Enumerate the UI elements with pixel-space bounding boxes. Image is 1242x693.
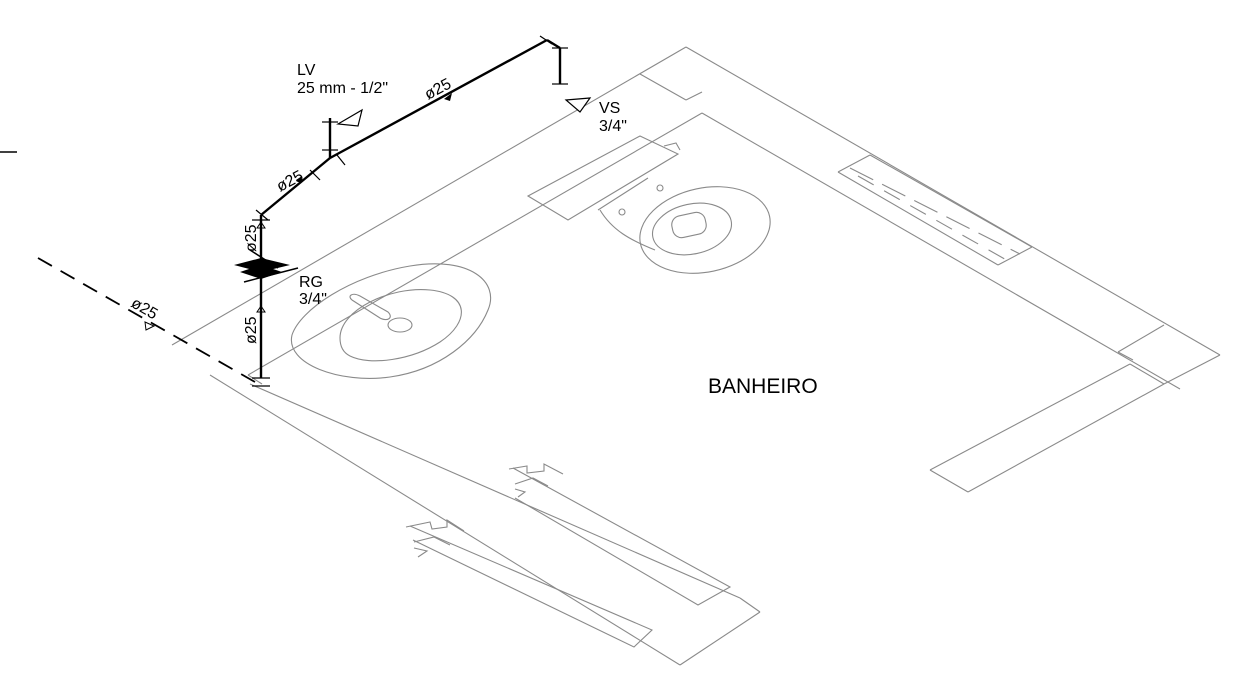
lv-size-label: 25 mm - 1/2" [297, 80, 388, 97]
door-left [405, 518, 653, 648]
vs-label: VS [599, 100, 620, 117]
sink-fixture [290, 263, 492, 379]
rg-size-label: 3/4" [299, 291, 327, 308]
water-pipes [37, 35, 568, 387]
door-right [508, 463, 732, 606]
rg-valve-icon [234, 249, 299, 283]
rg-label: RG [299, 274, 323, 291]
room-outline [171, 46, 1221, 666]
vs-size-label: 3/4" [599, 118, 627, 135]
lv-outlet-arrow [336, 108, 363, 127]
supply-pipe-dashed [37, 257, 256, 383]
diameter-label-supply: ø25 [128, 295, 160, 324]
diameter-label-vertical-lower: ø25 [243, 316, 260, 344]
lv-label: LV [297, 62, 316, 79]
toilet-fixture [526, 135, 771, 274]
diameter-label-vertical-upper: ø25 [243, 224, 260, 252]
room-name-label: BANHEIRO [708, 375, 818, 398]
vs-outlet-arrow [564, 97, 592, 113]
